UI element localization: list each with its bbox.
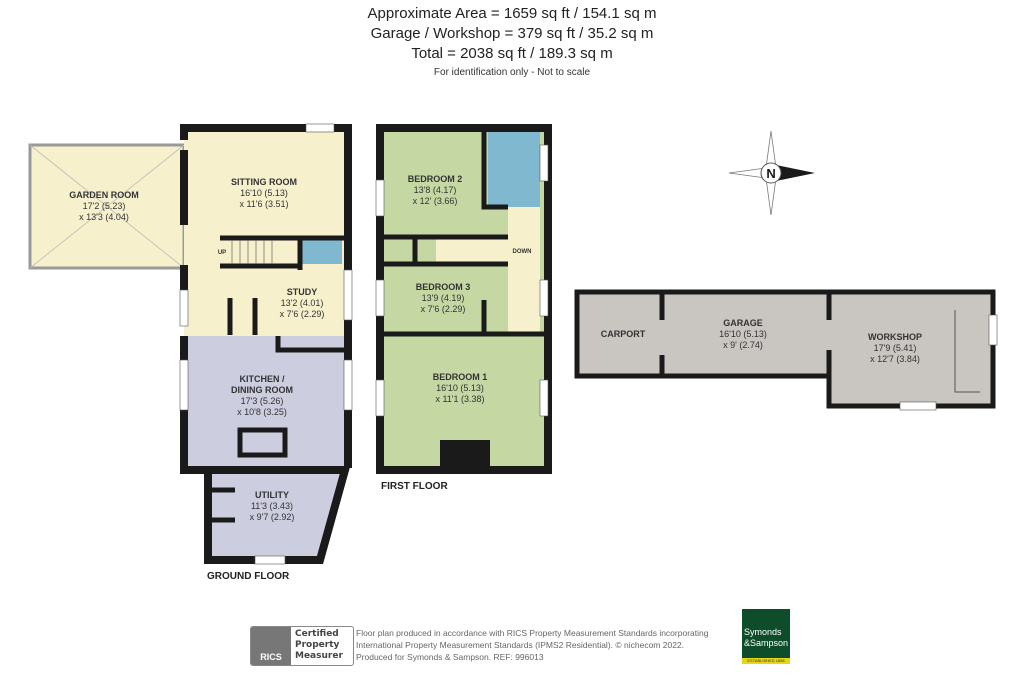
rics-logo: RICS [260, 652, 282, 662]
room-dim: x 11'6 (3.51) [239, 199, 288, 209]
rics-cert-line: Certified [295, 629, 339, 639]
compass-north-label: N [766, 166, 775, 181]
rics-cert-line: Property [295, 640, 340, 650]
footer-line: Floor plan produced in accordance with R… [356, 628, 709, 638]
floor-label: FIRST FLOOR [381, 481, 448, 492]
room-dim: x 10'8 (3.25) [237, 407, 287, 417]
room-name: UTILITY [255, 490, 289, 500]
chimney [440, 440, 490, 468]
footer-line: Produced for Symonds & Sampson. REF: 996… [356, 652, 544, 662]
brand-logo: Symonds &Sampson ESTABLISHED 1858 [742, 609, 790, 664]
stair-label: DOWN [513, 249, 532, 255]
room-name: SITTING ROOM [231, 177, 297, 187]
room-dim: 17'9 (5.41) [874, 343, 917, 353]
brand-tag: ESTABLISHED 1858 [742, 658, 790, 664]
room-dim: 17'3 (5.26) [241, 396, 284, 406]
room-name: WORKSHOP [868, 332, 922, 342]
room-name: KITCHEN / [240, 374, 285, 384]
room-name: STUDY [287, 287, 318, 297]
room-dim: x 7'6 (2.29) [421, 304, 466, 314]
sitting-study-area [184, 128, 348, 336]
room-dim: x 12'7 (3.84) [870, 354, 920, 364]
utility-area [208, 468, 344, 558]
room-dim: 16'10 (5.13) [240, 188, 288, 198]
room-dim: 11'3 (3.43) [251, 501, 293, 511]
wc-area [300, 238, 342, 264]
room-name: GARAGE [723, 318, 763, 328]
footer-line: International Property Measurement Stand… [356, 640, 685, 650]
bathroom-area [488, 132, 540, 207]
disclaimer: For identification only - Not to scale [433, 67, 591, 78]
room-dim: x 9' (2.74) [723, 340, 763, 350]
room-dim: x 13'3 (4.04) [79, 212, 129, 222]
kitchen-area [184, 336, 348, 468]
header: Approximate Area = 1659 sq ft / 154.1 sq… [0, 4, 1024, 82]
room-name: CARPORT [601, 329, 646, 339]
approx-area: Approximate Area = 1659 sq ft / 154.1 sq… [367, 5, 657, 22]
room-dim: x 9'7 (2.92) [250, 512, 295, 522]
stair-label: UP [218, 250, 226, 256]
rics-cert-line: Measurer [295, 651, 343, 661]
footer-text: Floor plan produced in accordance with R… [356, 627, 708, 663]
room-dim: 17'2 (5.23) [83, 201, 126, 211]
brand-line: &Sampson [744, 638, 789, 648]
compass-icon: N [728, 130, 815, 216]
outbuildings: CARPORT GARAGE 16'10 (5.13) x 9' (2.74) … [574, 289, 998, 411]
room-name: BEDROOM 1 [433, 372, 488, 382]
room-dim: 16'10 (5.13) [436, 383, 484, 393]
first-floor: BEDROOM 2 13'8 (4.17) x 12' (3.66) BEDRO… [375, 124, 552, 492]
garage-area: Garage / Workshop = 379 sq ft / 35.2 sq … [370, 25, 654, 42]
floor-label: GROUND FLOOR [207, 571, 290, 582]
brand-line: Symonds [744, 627, 782, 637]
ground-floor: GARDEN ROOM 17'2 (5.23) x 13'3 (4.04) SI… [28, 123, 353, 582]
room-name: DINING ROOM [231, 385, 293, 395]
room-name: GARDEN ROOM [69, 190, 139, 200]
room-dim: x 11'1 (3.38) [435, 394, 484, 404]
room-dim: 16'10 (5.13) [719, 329, 767, 339]
total-area: Total = 2038 sq ft / 189.3 sq m [411, 45, 613, 62]
room-dim: x 12' (3.66) [413, 196, 458, 206]
room-name: BEDROOM 2 [408, 174, 463, 184]
rics-badge: RICS Certified Property Measurer [250, 626, 354, 666]
room-dim: 13'8 (4.17) [414, 185, 457, 195]
room-dim: 13'2 (4.01) [281, 298, 324, 308]
room-name: BEDROOM 3 [416, 282, 471, 292]
landing-area [508, 207, 540, 333]
room-dim: 13'9 (4.19) [422, 293, 465, 303]
room-dim: x 7'6 (2.29) [280, 309, 325, 319]
